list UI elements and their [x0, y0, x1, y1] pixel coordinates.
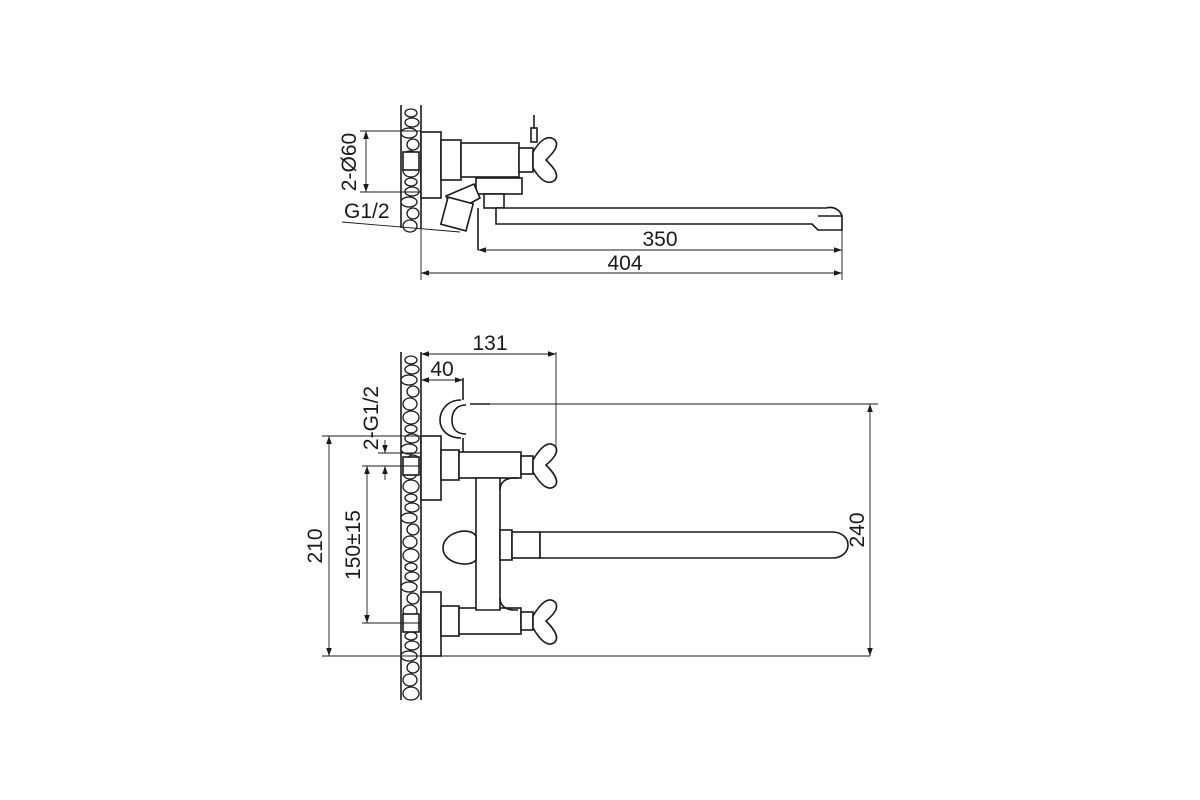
dim-holder-offset: 40 — [421, 358, 463, 383]
dim-label-overall-height: 240 — [846, 512, 869, 547]
wall-stone — [402, 548, 420, 563]
mixer-body-top — [402, 115, 843, 250]
dim-label-handle-offset: 131 — [472, 332, 507, 355]
wall-stone — [400, 374, 418, 386]
wall-stone — [400, 127, 418, 139]
wall-stone — [404, 355, 418, 365]
wall-stone — [404, 186, 420, 197]
wall-stone — [402, 535, 418, 549]
wall-stone — [402, 673, 418, 687]
wall-stone — [406, 661, 420, 674]
wall-stone — [402, 397, 418, 411]
dim-overall-height: 240 — [470, 403, 878, 656]
wall-stone — [404, 424, 418, 434]
dim-center-distance: 150±15 — [342, 465, 421, 624]
wall-stone — [400, 196, 418, 208]
dim-label-overall-length: 404 — [607, 252, 642, 275]
wall-stone — [406, 385, 420, 398]
dim-label-inlet-threads: 2-G1/2 — [360, 386, 383, 450]
dim-label-center-distance: 150±15 — [342, 510, 365, 580]
wall-section-front — [400, 352, 422, 701]
dim-label-spout-length: 350 — [642, 228, 677, 251]
wall-stone — [406, 138, 420, 151]
wall-stone — [404, 502, 420, 513]
dim-inlet-thread: G1/2 — [341, 200, 461, 233]
front-view: 131 40 2-G1/2 150±15 210 — [304, 332, 878, 701]
dim-handle-offset: 131 — [420, 332, 557, 450]
wall-stone — [404, 108, 418, 118]
wall-stone — [406, 207, 420, 220]
wall-stone — [404, 117, 420, 128]
dim-overall-length: 404 — [420, 228, 842, 280]
dim-label-inlet-diameter: 2-Ø60 — [338, 133, 361, 191]
dim-label-inlet-thread: G1/2 — [344, 200, 390, 223]
wall-stone — [404, 640, 420, 651]
wall-stone — [400, 443, 418, 455]
wall-stone — [400, 512, 418, 524]
dim-inlet-diameter: 2-Ø60 — [338, 130, 421, 193]
wall-stone — [406, 592, 420, 605]
dim-spout-length: 350 — [478, 228, 843, 280]
dim-label-holder-offset: 40 — [430, 358, 453, 381]
top-view: 2-Ø60 G1/2 350 404 — [338, 105, 843, 280]
wall-stone — [402, 479, 420, 494]
wall-stone — [402, 219, 418, 233]
wall-stone — [404, 493, 418, 503]
dim-mount-height: 210 — [304, 435, 870, 657]
mixer-body-front — [402, 378, 849, 657]
wall-stone — [404, 433, 420, 444]
wall-stone — [404, 562, 418, 572]
wall-stone — [404, 364, 420, 375]
wall-stone — [404, 177, 418, 187]
wall-stone — [400, 581, 418, 593]
wall-stone — [402, 410, 420, 425]
wall-stone — [402, 686, 420, 701]
wall-stone — [406, 523, 420, 536]
wall-stone — [404, 631, 418, 641]
dim-label-mount-height: 210 — [304, 528, 327, 563]
wall-stone — [404, 571, 420, 582]
